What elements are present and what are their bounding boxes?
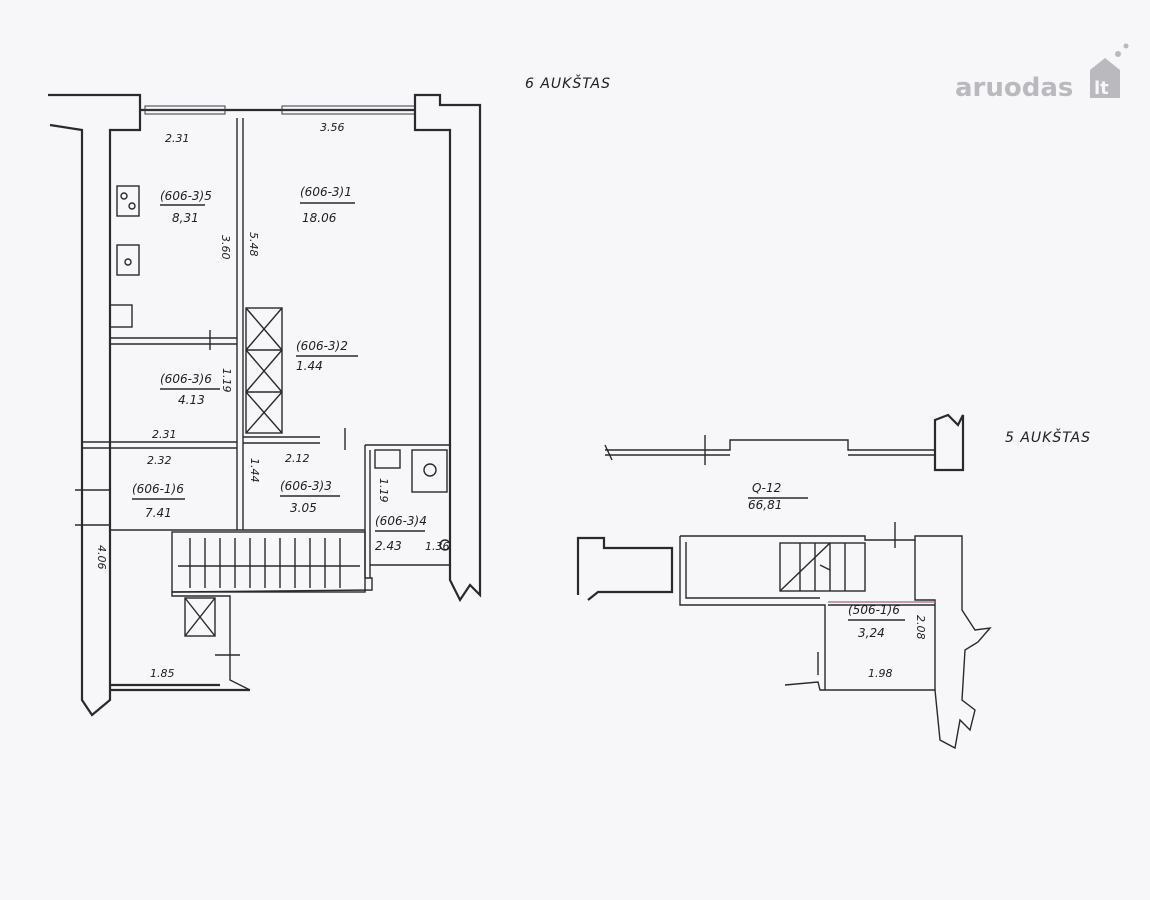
shower-icon: [411, 449, 448, 493]
svg-text:2.43: 2.43: [375, 539, 402, 553]
dimension-label: 1.19: [377, 478, 390, 503]
svg-text:3,24: 3,24: [858, 626, 885, 640]
room-label: (606-3)1 18.06: [300, 185, 355, 225]
stove-icon: [116, 185, 140, 217]
smoke-dot-icon: [1123, 43, 1129, 49]
svg-text:(606-3)5: (606-3)5: [160, 189, 212, 203]
dimension-label: 2.31: [165, 132, 190, 145]
dimension-label: 2.12: [285, 452, 310, 465]
toilet-icon: [439, 539, 451, 551]
svg-text:(506-1)6: (506-1)6: [848, 603, 900, 617]
room-label: (606-3)5 8,31: [160, 189, 212, 225]
dimension-label: 3.60: [219, 235, 232, 260]
room-label: (606-3)2 1.44: [296, 339, 358, 373]
svg-text:(606-1)6: (606-1)6: [132, 482, 184, 496]
dimension-label: 2.08: [914, 615, 927, 640]
dimension-label: 1.36: [425, 540, 450, 553]
sink-icon: [116, 244, 140, 276]
svg-text:4.13: 4.13: [178, 393, 205, 407]
room-label: (606-3)3 3.05: [280, 479, 340, 515]
smoke-dot-icon: [1115, 51, 1121, 57]
house-icon: [1090, 58, 1120, 98]
watermark-suffix: lt: [1094, 78, 1109, 99]
room-label: (606-1)6 7.41: [132, 482, 185, 520]
watermark-brand: aruodas: [955, 73, 1073, 103]
dimension-label: 5.48: [247, 232, 260, 257]
room-label: (506-1)6 3,24: [848, 603, 905, 640]
svg-text:3.05: 3.05: [290, 501, 317, 515]
svg-text:(606-3)1: (606-3)1: [300, 185, 352, 199]
svg-text:Q-12: Q-12: [752, 481, 781, 495]
room-label: (606-3)4 2.43: [375, 514, 427, 553]
floor-title-5: 5 AUKŠTAS: [1005, 428, 1091, 446]
dimension-label: 1.44: [248, 458, 261, 483]
dimension-label: 1.98: [868, 667, 893, 680]
upper-floor-walls: [48, 93, 482, 717]
sink-icon: [374, 449, 401, 469]
svg-text:(606-3)6: (606-3)6: [160, 372, 212, 386]
room-label: (606-3)6 4.13: [160, 372, 220, 407]
dimension-label: 3.56: [320, 121, 345, 134]
svg-text:(606-3)2: (606-3)2: [296, 339, 348, 353]
dimension-label: 1.85: [150, 667, 175, 680]
svg-text:66,81: 66,81: [748, 498, 782, 512]
floor-title-6: 6 AUKŠTAS: [525, 74, 611, 92]
lower-floor-walls: [576, 413, 992, 750]
dimension-label: 2.31: [152, 428, 177, 441]
svg-text:8,31: 8,31: [172, 211, 199, 225]
svg-text:(606-3)4: (606-3)4: [375, 514, 427, 528]
svg-text:1.44: 1.44: [296, 359, 323, 373]
watermark-logo: aruodas lt: [955, 43, 1129, 103]
corridor-label: Q-12 66,81: [748, 481, 808, 512]
dimension-label: 1.19: [220, 368, 233, 393]
svg-text:18.06: 18.06: [302, 211, 337, 225]
dimension-label: 2.32: [147, 454, 172, 467]
svg-text:(606-3)3: (606-3)3: [280, 479, 332, 493]
svg-text:7.41: 7.41: [145, 506, 172, 520]
dimension-label: 4.06: [95, 545, 108, 570]
